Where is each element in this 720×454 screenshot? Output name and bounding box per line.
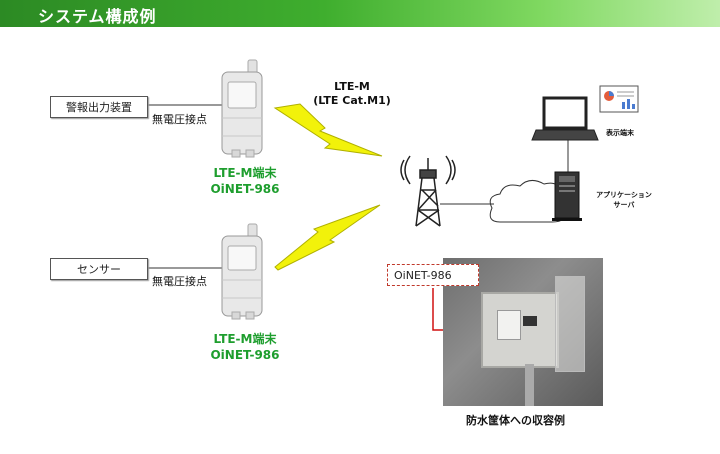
header-bar: システム構成例 bbox=[0, 0, 720, 27]
lte-m-label-line1: LTE-M bbox=[334, 80, 370, 93]
enclosure-conduit bbox=[525, 364, 534, 406]
terminal-label-bottom: LTE-M端末 OiNET-986 bbox=[190, 331, 300, 363]
enclosure-terminal bbox=[523, 316, 537, 326]
oinet-callout-box: OiNET-986 bbox=[387, 264, 479, 286]
alarm-device-box: 警報出力装置 bbox=[50, 96, 148, 118]
antenna-tower-icon bbox=[400, 155, 456, 227]
enclosure-device bbox=[497, 310, 521, 340]
server-tower-icon bbox=[552, 171, 582, 221]
app-server-label-line1: アプリケーション bbox=[596, 191, 652, 199]
lightning-bolt-bottom bbox=[274, 204, 381, 271]
terminal-label-top: LTE-M端末 OiNET-986 bbox=[190, 165, 300, 197]
lte-m-label: LTE-M (LTE Cat.M1) bbox=[302, 80, 402, 108]
enclosure-box bbox=[481, 292, 559, 368]
app-server-label-line2: サーバ bbox=[613, 201, 635, 209]
lte-terminal-device-bottom bbox=[221, 223, 263, 320]
contact-label-top: 無電圧接点 bbox=[152, 113, 207, 126]
enclosure-photo bbox=[443, 258, 603, 406]
contact-label-bottom: 無電圧接点 bbox=[152, 275, 207, 288]
terminal-label-top-line1: LTE-M端末 bbox=[213, 166, 277, 180]
photo-caption: 防水筐体への収容例 bbox=[466, 414, 565, 427]
terminal-label-top-line2: OiNET-986 bbox=[210, 182, 280, 196]
terminal-label-bottom-line1: LTE-M端末 bbox=[213, 332, 277, 346]
lte-m-label-line2: (LTE Cat.M1) bbox=[313, 94, 391, 107]
laptop-icon bbox=[531, 96, 599, 141]
sensor-box: センサー bbox=[50, 258, 148, 280]
terminal-label-bottom-line2: OiNET-986 bbox=[210, 348, 280, 362]
lightning-bolt-top bbox=[273, 103, 383, 157]
enclosure-lid bbox=[555, 276, 585, 372]
dashboard-document-icon bbox=[599, 85, 639, 113]
app-server-label: アプリケーション サーバ bbox=[584, 190, 664, 210]
lte-terminal-device-top bbox=[221, 59, 263, 158]
page-title: システム構成例 bbox=[38, 7, 157, 26]
display-terminal-label: 表示端末 bbox=[606, 129, 634, 137]
